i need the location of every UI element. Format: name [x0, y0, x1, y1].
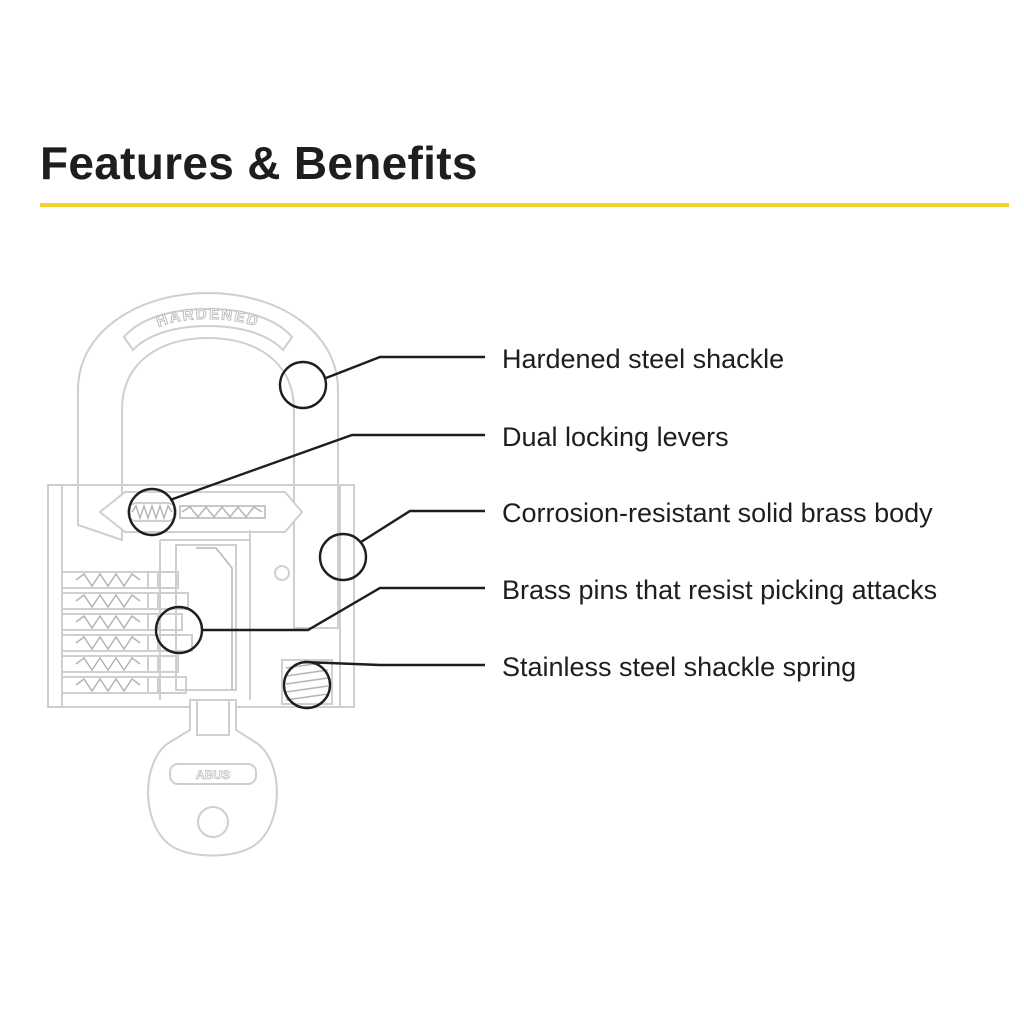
callout-4: Brass pins that resist picking attacks [154, 575, 937, 655]
shackle: HARDENED [77, 291, 339, 485]
callout-leader-line [325, 355, 485, 380]
callout-circle-icon [318, 532, 368, 582]
callout-2: Dual locking levers [127, 422, 729, 537]
shackle-spring [281, 659, 333, 705]
callout-1: Hardened steel shackle [278, 344, 784, 410]
feature-label-pins: Brass pins that resist picking attacks [502, 575, 937, 605]
callout-leader-line [303, 660, 485, 667]
callout-leader-line [202, 586, 485, 632]
title-underline-bar [40, 203, 1009, 207]
pin-stacks [61, 571, 193, 694]
feature-label-shackle: Hardened steel shackle [502, 344, 784, 374]
feature-label-spring: Stainless steel shackle spring [502, 652, 856, 682]
feature-label-body: Corrosion-resistant solid brass body [502, 498, 933, 528]
callout-circle-icon [278, 360, 328, 410]
callout-5: Stainless steel shackle spring [282, 652, 856, 710]
page-title: Features & Benefits [40, 137, 478, 189]
key-illustration: ABUS [147, 699, 278, 857]
callout-leader-line [169, 433, 485, 502]
lock-body [47, 484, 355, 708]
callout-3: Corrosion-resistant solid brass body [318, 498, 933, 582]
feature-label-levers: Dual locking levers [502, 422, 729, 452]
callout-leader-line [360, 509, 485, 544]
key-brand: ABUS [196, 768, 230, 782]
shackle-engraving: HARDENED [154, 306, 262, 331]
callout-circle-icon [127, 487, 177, 537]
title-underline [40, 203, 1009, 207]
padlock-illustration: HARDENED [47, 291, 355, 857]
